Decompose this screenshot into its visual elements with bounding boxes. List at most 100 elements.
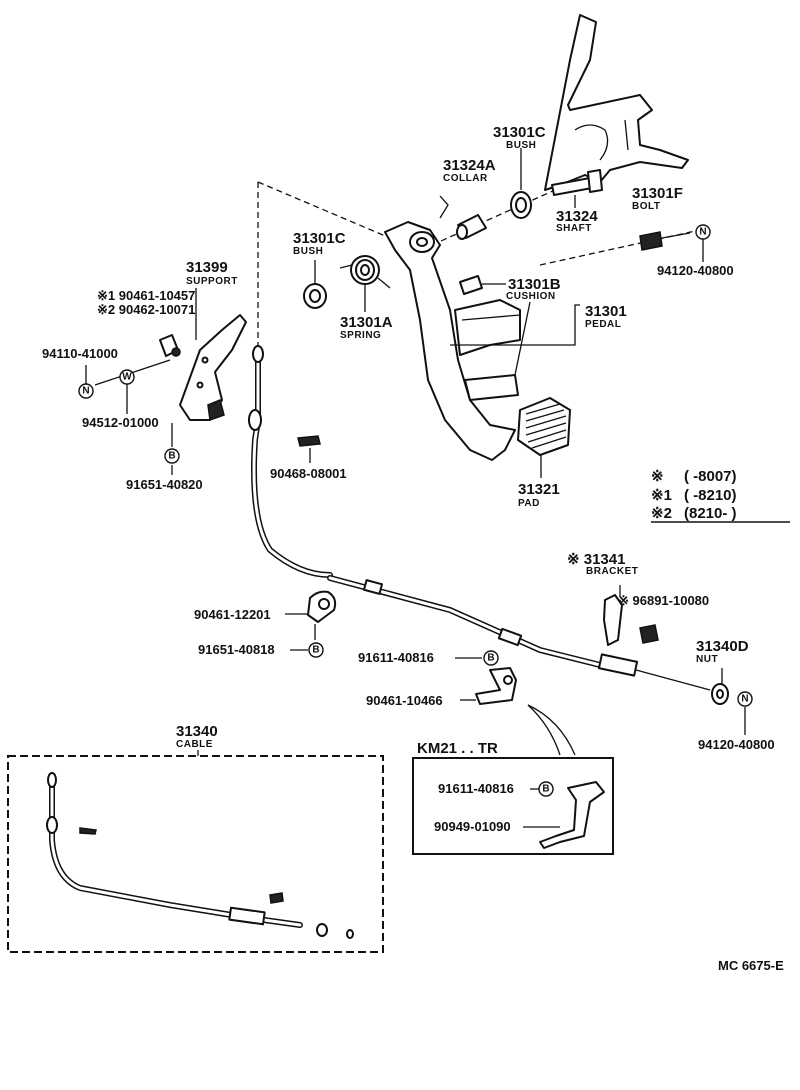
part-name: CABLE bbox=[176, 739, 213, 750]
svg-text:W: W bbox=[122, 372, 132, 383]
svg-text:N: N bbox=[741, 694, 748, 705]
pedal-pad bbox=[517, 397, 571, 456]
bolt bbox=[639, 231, 691, 251]
part-number: 90468-08001 bbox=[270, 466, 347, 481]
label-bolt: 31301F BOLT bbox=[632, 185, 683, 212]
part-number: 94512-01000 bbox=[82, 415, 159, 430]
bolt-symbol: B bbox=[538, 781, 554, 797]
part-name: BUSH bbox=[293, 246, 323, 257]
label-bush-top: 31301C BUSH bbox=[493, 124, 546, 151]
small-clip bbox=[297, 435, 321, 447]
assembly-line bbox=[539, 229, 701, 266]
part-number: 31340 bbox=[176, 723, 218, 740]
part-number: 91651-40818 bbox=[198, 642, 275, 657]
legend-mark: ※2 bbox=[651, 505, 672, 522]
part-name: PAD bbox=[518, 498, 540, 509]
part-number: 94110-41000 bbox=[42, 346, 118, 361]
part-number: ※ 31341 bbox=[567, 551, 625, 568]
svg-text:B: B bbox=[487, 653, 494, 664]
svg-text:N: N bbox=[699, 227, 706, 238]
part-number: 31301B bbox=[508, 276, 561, 293]
label-cushion: 31301B CUSHION bbox=[506, 276, 561, 302]
label-bracket: ※ 31341 BRACKET bbox=[567, 551, 638, 577]
legend-range: ( -8210) bbox=[684, 487, 737, 504]
label-spring: 31301A SPRING bbox=[340, 314, 393, 341]
part-name: BRACKET bbox=[586, 566, 638, 577]
label-nut-cable: 31340D NUT bbox=[696, 638, 749, 665]
part-number: 90461-12201 bbox=[194, 607, 271, 622]
brake-cable bbox=[248, 345, 711, 691]
part-number: 31301A bbox=[340, 314, 393, 331]
svg-text:B: B bbox=[542, 784, 549, 795]
part-name: BOLT bbox=[632, 201, 660, 212]
part-number: 31399 bbox=[186, 259, 228, 276]
part-number: 31321 bbox=[518, 481, 560, 498]
washer-symbol: W bbox=[119, 369, 135, 385]
part-name: SHAFT bbox=[556, 223, 592, 234]
svg-text:B: B bbox=[312, 645, 319, 656]
part-number: 31301C bbox=[493, 124, 546, 141]
part-number: 91611-40816 bbox=[358, 650, 434, 665]
brake-pedal-arm bbox=[384, 221, 521, 461]
collar bbox=[456, 214, 487, 240]
svg-text:B: B bbox=[168, 451, 175, 462]
cable-bracket bbox=[603, 594, 659, 646]
part-name: CUSHION bbox=[506, 291, 556, 302]
part-number: 31340D bbox=[696, 638, 749, 655]
return-spring bbox=[339, 255, 391, 289]
part-number: 90949-01090 bbox=[434, 819, 511, 834]
km21-bracket bbox=[539, 781, 605, 849]
label-support: 31399 SUPPORT bbox=[186, 259, 238, 287]
part-name: BUSH bbox=[506, 140, 536, 151]
bracket-bolt-support bbox=[159, 334, 181, 357]
part-number: 91651-40820 bbox=[126, 477, 203, 492]
bolt-symbol: B bbox=[308, 642, 324, 658]
bolt-symbol: B bbox=[483, 650, 499, 666]
part-name: SPRING bbox=[340, 330, 381, 341]
cable-assembly-drawing bbox=[46, 772, 354, 939]
part-name: SUPPORT bbox=[186, 276, 238, 287]
bush-top bbox=[510, 191, 532, 219]
part-number: 31301C bbox=[293, 230, 346, 247]
km21-title: KM21 . . TR bbox=[417, 740, 498, 757]
nut-symbol: N bbox=[695, 224, 711, 240]
part-number: 31301 bbox=[585, 303, 627, 320]
shaft bbox=[551, 169, 603, 196]
support-bracket bbox=[179, 314, 247, 422]
part-name: PEDAL bbox=[585, 319, 621, 330]
nut-symbol: N bbox=[78, 383, 94, 399]
label-bush-left: 31301C BUSH bbox=[293, 230, 346, 257]
legend: ※ ( -8007) ※1 ( -8210) ※2 (8210- ) bbox=[651, 468, 790, 523]
cable-clamp-1 bbox=[307, 590, 337, 623]
part-number: ※1 90461-10457 bbox=[97, 288, 195, 303]
part-number: 90461-10466 bbox=[366, 693, 443, 708]
part-number: ※2 90462-10071 bbox=[97, 302, 195, 317]
part-name: COLLAR bbox=[443, 173, 488, 184]
part-number: 91611-40816 bbox=[438, 781, 514, 796]
part-number: 31301F bbox=[632, 185, 683, 202]
bush-left bbox=[303, 283, 327, 309]
legend-range: ( -8007) bbox=[684, 468, 737, 485]
part-name: NUT bbox=[696, 654, 718, 665]
legend-mark: ※ bbox=[651, 468, 664, 485]
legend-range: (8210- ) bbox=[684, 505, 737, 522]
nut-symbol: N bbox=[737, 691, 753, 707]
part-number: ※ 96891-10080 bbox=[618, 593, 709, 608]
cushion bbox=[459, 275, 483, 295]
km21-tr-box bbox=[412, 757, 614, 855]
diagram-code: MC 6675-E bbox=[718, 958, 784, 973]
svg-text:N: N bbox=[82, 386, 89, 397]
part-number: 31324 bbox=[556, 208, 598, 225]
assembly-line bbox=[257, 181, 391, 239]
label-cable: 31340 CABLE bbox=[176, 723, 218, 750]
part-number: 94120-40800 bbox=[657, 263, 734, 278]
bolt-symbol: B bbox=[164, 448, 180, 464]
label-collar: 31324A COLLAR bbox=[443, 157, 496, 184]
part-number: 31324A bbox=[443, 157, 496, 174]
assembly-line bbox=[431, 189, 556, 246]
cable-nut bbox=[711, 683, 729, 705]
pedal-bracket-body bbox=[544, 14, 689, 191]
label-pad: 31321 PAD bbox=[518, 481, 560, 509]
